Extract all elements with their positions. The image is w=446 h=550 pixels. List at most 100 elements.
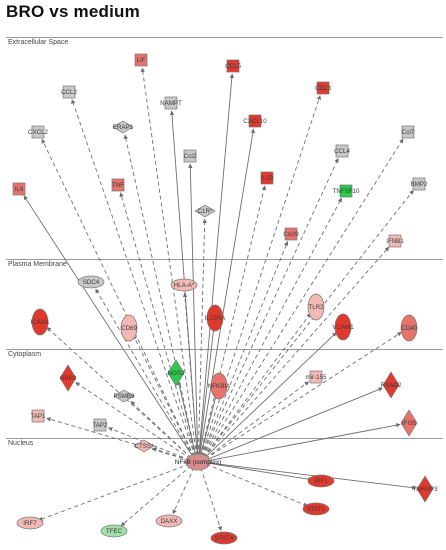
node-shape [335, 144, 349, 158]
edge-irf7 [38, 463, 190, 521]
edge-cd69 [132, 334, 195, 457]
node-ifi35[interactable]: IFI35 [400, 409, 418, 437]
node-label: IFI35 [402, 420, 417, 427]
node-shape [248, 114, 262, 128]
node-erap1[interactable]: ERAP1 [112, 120, 134, 134]
node-mir-155[interactable]: mir-155 [306, 370, 328, 384]
node-tnf[interactable]: TNF [111, 178, 125, 192]
node-vcam1[interactable]: VCAM1 [332, 313, 354, 341]
node-tlr2[interactable]: TLR2 [307, 293, 325, 321]
node-nfkbia[interactable]: NFKBIA [208, 372, 231, 400]
node-label: TNFAIP3 [412, 486, 438, 493]
node-label: C1R* [198, 208, 213, 215]
edge-ccl2 [188, 163, 199, 457]
edge-bmp2 [203, 189, 414, 458]
node-ifnb1[interactable]: IFNB1 [386, 234, 404, 248]
node-irf1[interactable]: IRF1 [307, 474, 335, 488]
node-shape [183, 149, 197, 163]
node-ccl2[interactable]: Ccl2 [183, 149, 197, 163]
node-label: PSMB9 [114, 393, 136, 400]
node-irf7[interactable]: IRF7 [16, 516, 44, 530]
node-ccl2[interactable]: CCL2 [61, 85, 77, 99]
node-ccl7[interactable]: Ccl7 [401, 125, 415, 139]
node-bmp2[interactable]: BMP2 [411, 177, 428, 191]
node-ccl5[interactable]: CCL5 [225, 59, 241, 73]
node-stat4[interactable]: STAT4 [210, 531, 238, 545]
edge-daxx [172, 467, 195, 515]
node-label: IL6 [15, 186, 24, 193]
hub-node-nfkb[interactable]: NFkB (complex) [175, 453, 222, 471]
node-tnfaip3[interactable]: TNFAIP3 [412, 475, 438, 503]
node-hla-a[interactable]: HLA-A* [170, 278, 198, 292]
edge-cd40 [205, 331, 402, 460]
edge-ccl7 [202, 138, 404, 458]
node-label: GBP2 [60, 375, 77, 382]
node-shape [334, 313, 352, 341]
edge-erap1 [123, 134, 197, 457]
edge-tap1 [46, 417, 190, 461]
node-tap2[interactable]: TAP2 [92, 418, 108, 432]
edge-il15ra [198, 325, 216, 457]
edge-tnf [119, 192, 196, 457]
node-shape [155, 514, 183, 528]
node-cd40[interactable]: CD40 [400, 314, 418, 342]
edge-il6 [23, 195, 194, 458]
page-title: BRO vs medium [6, 2, 140, 21]
node-psmb9[interactable]: PSMB9 [113, 389, 136, 403]
node-stat1[interactable]: STAT1 [302, 502, 330, 516]
node-cxcl2[interactable]: CXCL2 [28, 125, 49, 139]
node-shape [100, 524, 128, 538]
node-shape [400, 409, 418, 437]
region-label-cytoplasm: Cytoplasm [8, 351, 42, 358]
node-label: VCAM1 [332, 324, 354, 331]
edge-il1b [199, 185, 267, 457]
node-nampt[interactable]: NAMPT [160, 96, 182, 110]
node-shape [62, 85, 76, 99]
region-divider-extracellular [6, 37, 443, 38]
node-shape [93, 418, 107, 432]
node-ccl3[interactable]: CCL3 [315, 81, 331, 95]
node-shape [112, 120, 134, 134]
edge-stat4 [200, 467, 222, 531]
node-label: NOS2 [168, 370, 185, 377]
node-shape [226, 59, 240, 73]
edge-tnfsf10 [201, 197, 343, 457]
node-shape [382, 371, 400, 399]
edge-cxcl9 [200, 240, 289, 457]
node-gbp2[interactable]: GBP2 [59, 364, 77, 392]
node-cxcl10[interactable]: CXCL10 [243, 114, 267, 128]
node-sdc4[interactable]: SDC4 [77, 275, 105, 289]
node-shape [302, 502, 330, 516]
node-il1b[interactable]: IL1B [261, 171, 274, 185]
node-lif[interactable]: LIF [134, 53, 148, 67]
node-cd69[interactable]: CD69 [120, 314, 137, 342]
node-icam1[interactable]: ICAM1 [31, 308, 50, 336]
node-daxx[interactable]: DAXX [155, 514, 183, 528]
edge-tfec [120, 465, 192, 527]
node-ccl4[interactable]: CCL4 [334, 144, 350, 158]
edge-ccl4 [201, 157, 339, 457]
node-nos2[interactable]: NOS2 [168, 359, 185, 387]
node-label: TLR2 [308, 304, 324, 311]
node-il15ra[interactable]: IL15RA [205, 304, 227, 332]
node-shape [133, 439, 155, 453]
node-label: TAP1 [30, 413, 46, 420]
node-label: SDC4 [83, 279, 100, 286]
node-ctss[interactable]: CTSS* [133, 439, 155, 453]
edge-icam1 [46, 326, 192, 459]
node-tap1[interactable]: TAP1 [30, 409, 46, 423]
node-il6[interactable]: IL6 [12, 182, 26, 196]
edge-nos2 [176, 380, 197, 457]
node-rsad2[interactable]: RSAD2 [381, 371, 402, 399]
node-shape [77, 275, 105, 289]
node-shape [400, 314, 418, 342]
edge-gbp2 [75, 381, 191, 460]
edge-vcam1 [204, 332, 337, 459]
node-label: STAT1 [307, 506, 326, 513]
node-cxcl9[interactable]: Cxcl9 [283, 227, 299, 241]
node-tnfsf10[interactable]: TNFSF10 [333, 184, 360, 198]
node-c1r[interactable]: C1R* [194, 204, 216, 218]
node-label: LIF [137, 57, 146, 64]
edge-nfkbia [199, 393, 218, 457]
node-tfec[interactable]: TFEC [100, 524, 128, 538]
